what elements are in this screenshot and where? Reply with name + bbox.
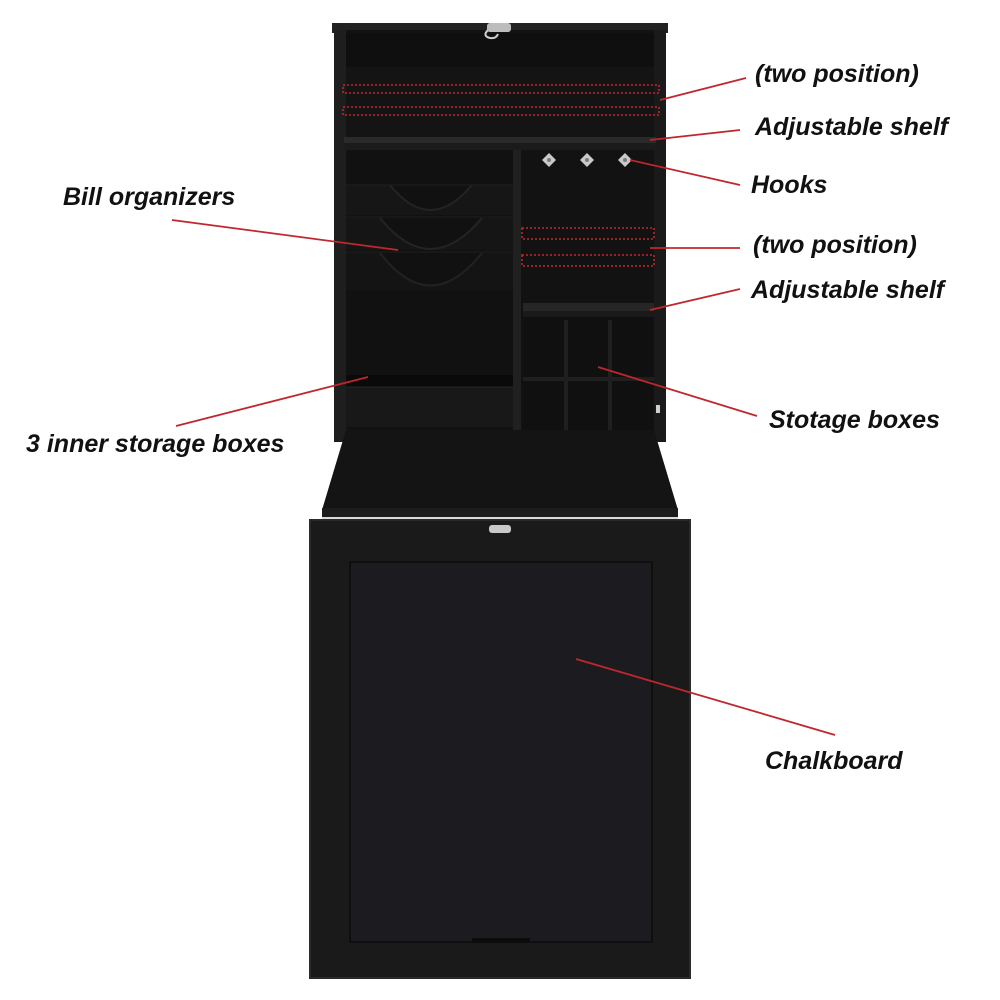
label-mid-two-position: (two position) — [753, 231, 917, 259]
door-latch-icon — [489, 525, 511, 533]
latch-icon — [484, 23, 511, 40]
label-inner-storage-boxes: 3 inner storage boxes — [26, 430, 285, 458]
hook-icon — [542, 153, 556, 167]
label-storage-boxes: Stotage boxes — [769, 406, 940, 434]
label-chalkboard: Chalkboard — [765, 747, 903, 775]
hook-icon — [618, 153, 632, 167]
mid-adjustable-shelf — [523, 303, 654, 311]
chalkboard-panel — [349, 561, 653, 943]
mid-shelf-positions — [521, 227, 655, 267]
top-adjustable-shelf — [344, 137, 656, 143]
label-top-two-position: (two position) — [755, 60, 919, 88]
label-hooks: Hooks — [751, 171, 828, 199]
leader-lines — [171, 77, 836, 736]
hook-icon — [580, 153, 594, 167]
inner-storage-boxes — [346, 375, 513, 427]
label-bill-organizers: Bill organizers — [63, 183, 236, 211]
hooks — [542, 153, 632, 167]
top-shelf-positions — [342, 84, 660, 116]
label-top-adjustable-shelf: Adjustable shelf — [755, 113, 949, 141]
desk-surface — [322, 430, 678, 519]
chalkboard-door — [309, 519, 691, 979]
upper-cabinet — [332, 23, 668, 442]
bill-organizers — [346, 184, 513, 290]
storage-boxes-grid — [523, 317, 654, 440]
label-mid-adjustable-shelf: Adjustable shelf — [751, 276, 945, 304]
